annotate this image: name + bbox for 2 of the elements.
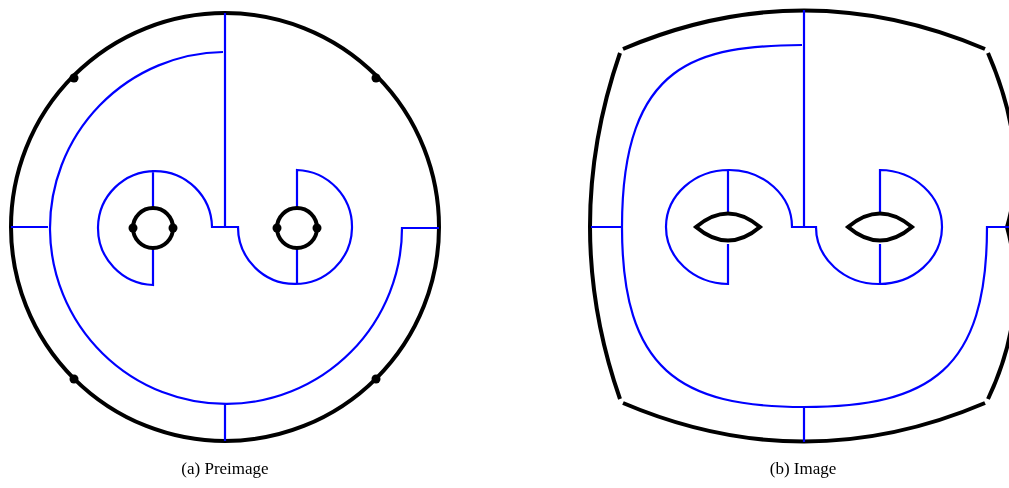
figure-caption: (a) Preimage xyxy=(181,459,269,479)
figure-caption: (b) Image xyxy=(769,459,837,479)
